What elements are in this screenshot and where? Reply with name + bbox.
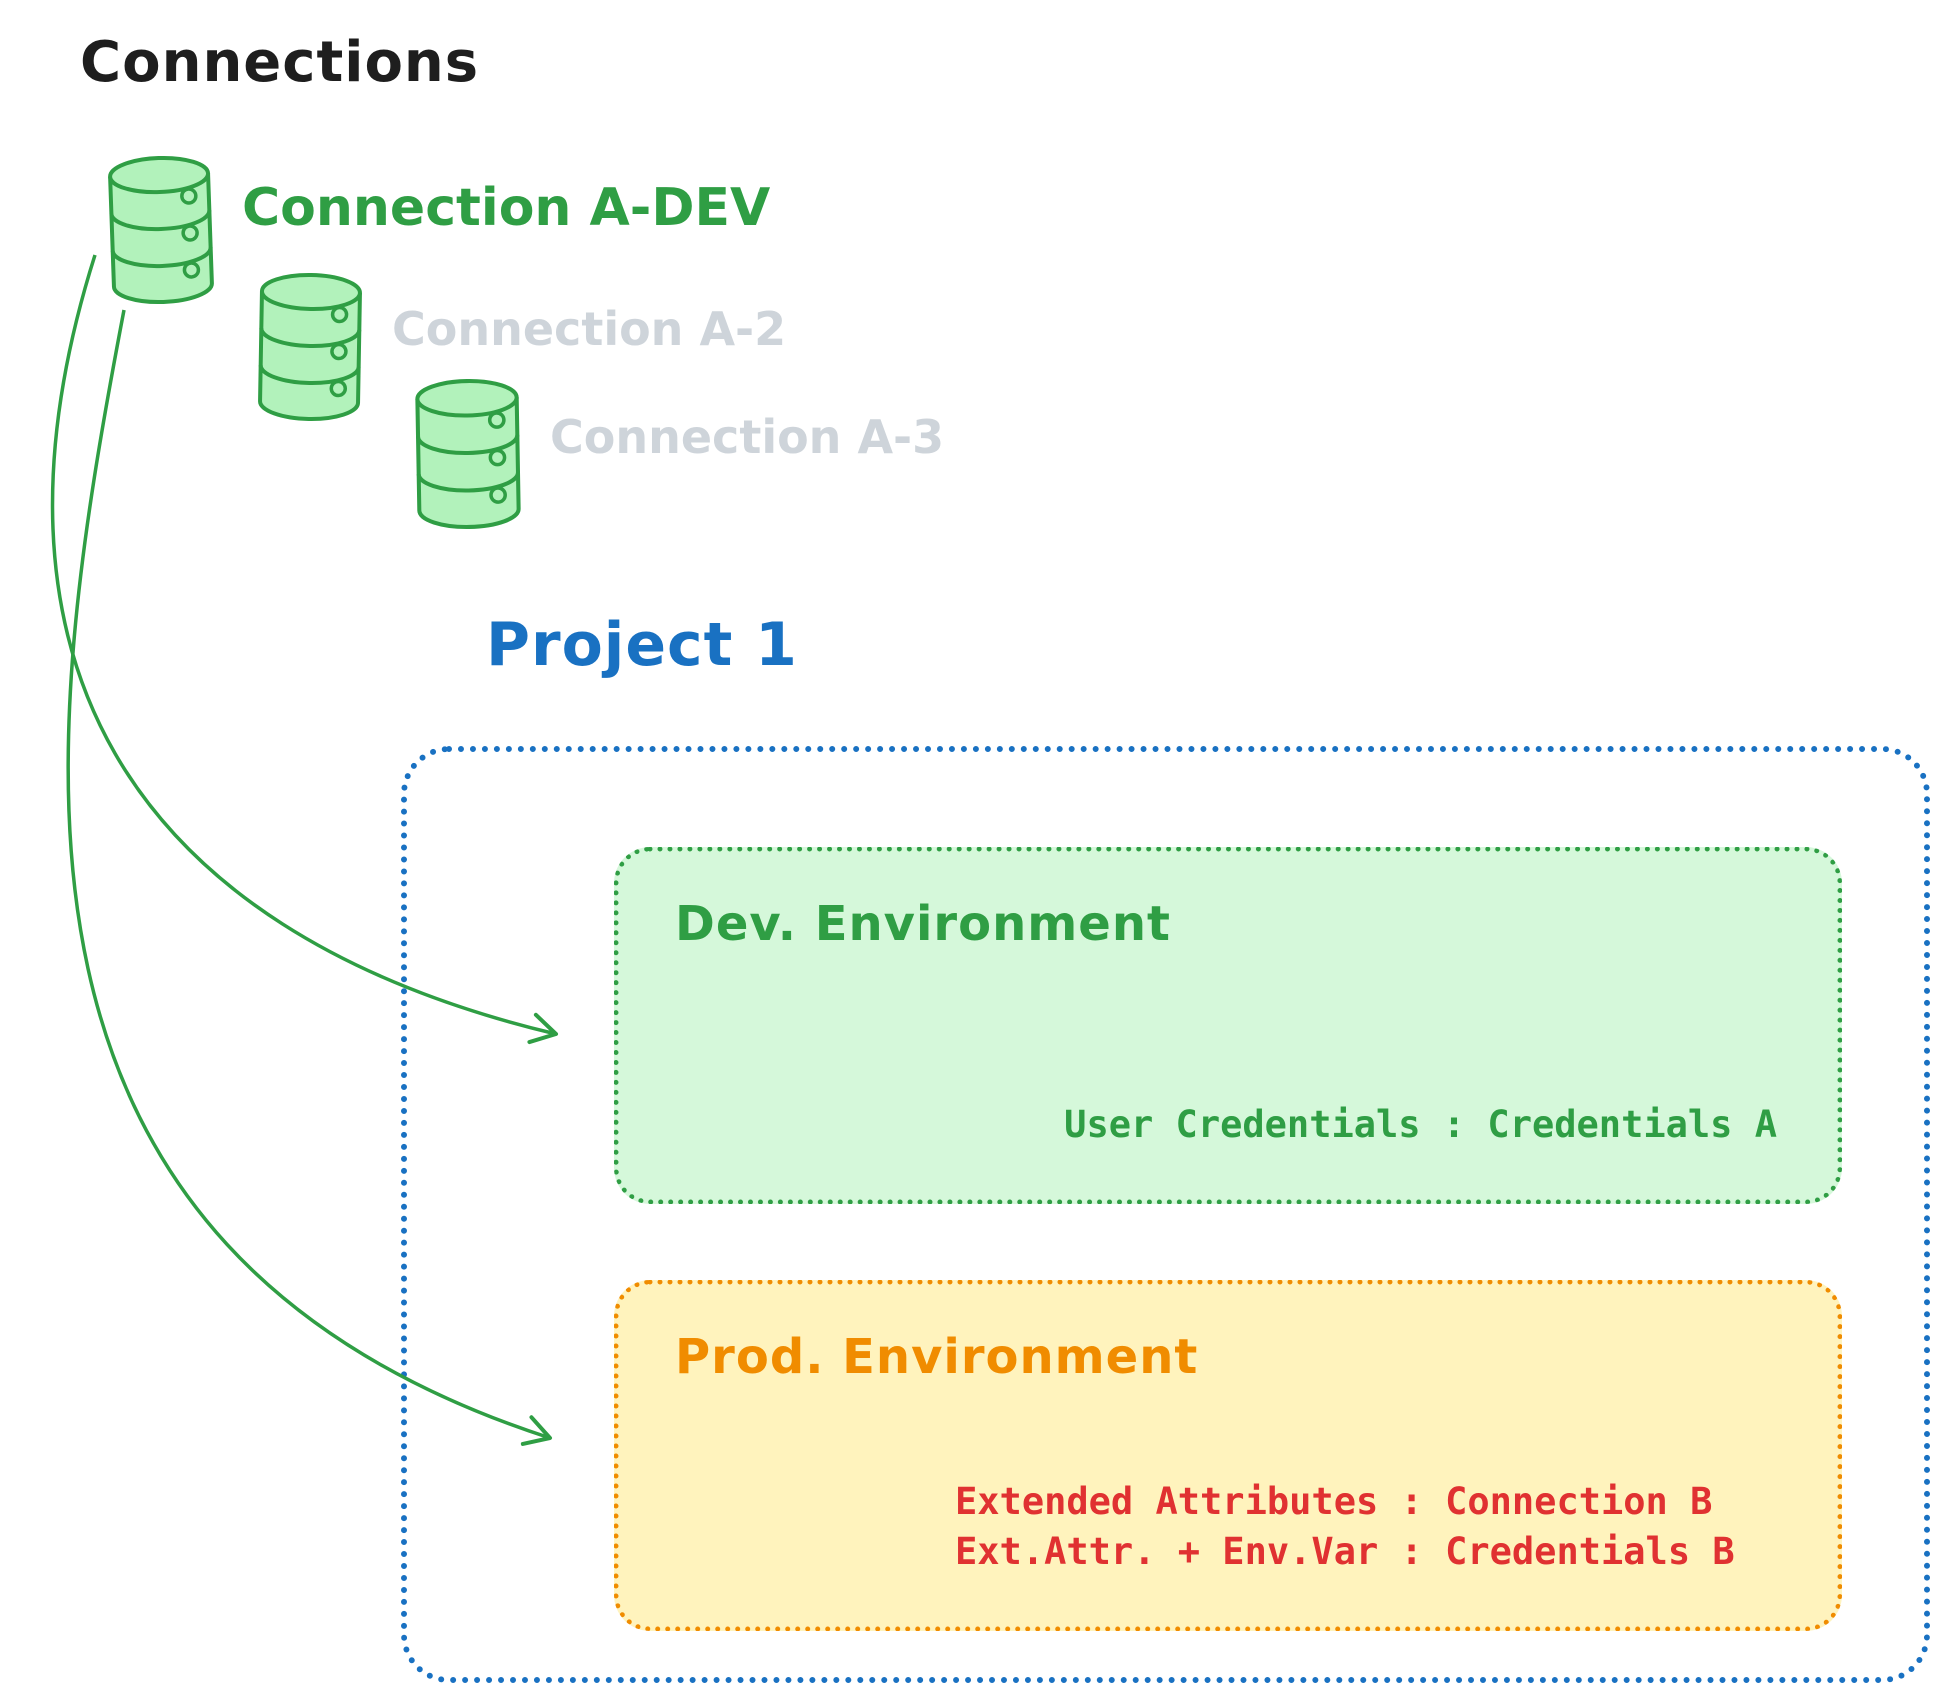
database-icon-connection-a-dev [103, 153, 218, 307]
project-title: Project 1 [486, 610, 798, 680]
database-icon-connection-a-2 [254, 271, 367, 423]
dev-environment-credentials-text: User Credentials : Credentials A [1064, 1103, 1777, 1146]
prod-environment-line-1: Extended Attributes : Connection B [955, 1480, 1713, 1523]
connection-a-dev-label: Connection A-DEV [242, 178, 771, 238]
project-box: Dev. Environment User Credentials : Cred… [401, 746, 1930, 1683]
connection-a-2-label: Connection A-2 [392, 302, 787, 356]
dev-environment-box: Dev. Environment User Credentials : Cred… [614, 847, 1842, 1204]
prod-environment-box: Prod. Environment Extended Attributes : … [614, 1280, 1842, 1631]
dev-environment-title: Dev. Environment [675, 896, 1171, 952]
database-icon-connection-a-3 [411, 377, 526, 531]
prod-environment-title: Prod. Environment [675, 1329, 1199, 1385]
connection-a-3-label: Connection A-3 [550, 410, 945, 464]
diagram-title: Connections [80, 30, 480, 95]
prod-environment-line-2: Ext.Attr. + Env.Var : Credentials B [955, 1529, 1735, 1573]
prod-environment-credentials-text: Extended Attributes : Connection B Ext.A… [955, 1477, 1735, 1577]
